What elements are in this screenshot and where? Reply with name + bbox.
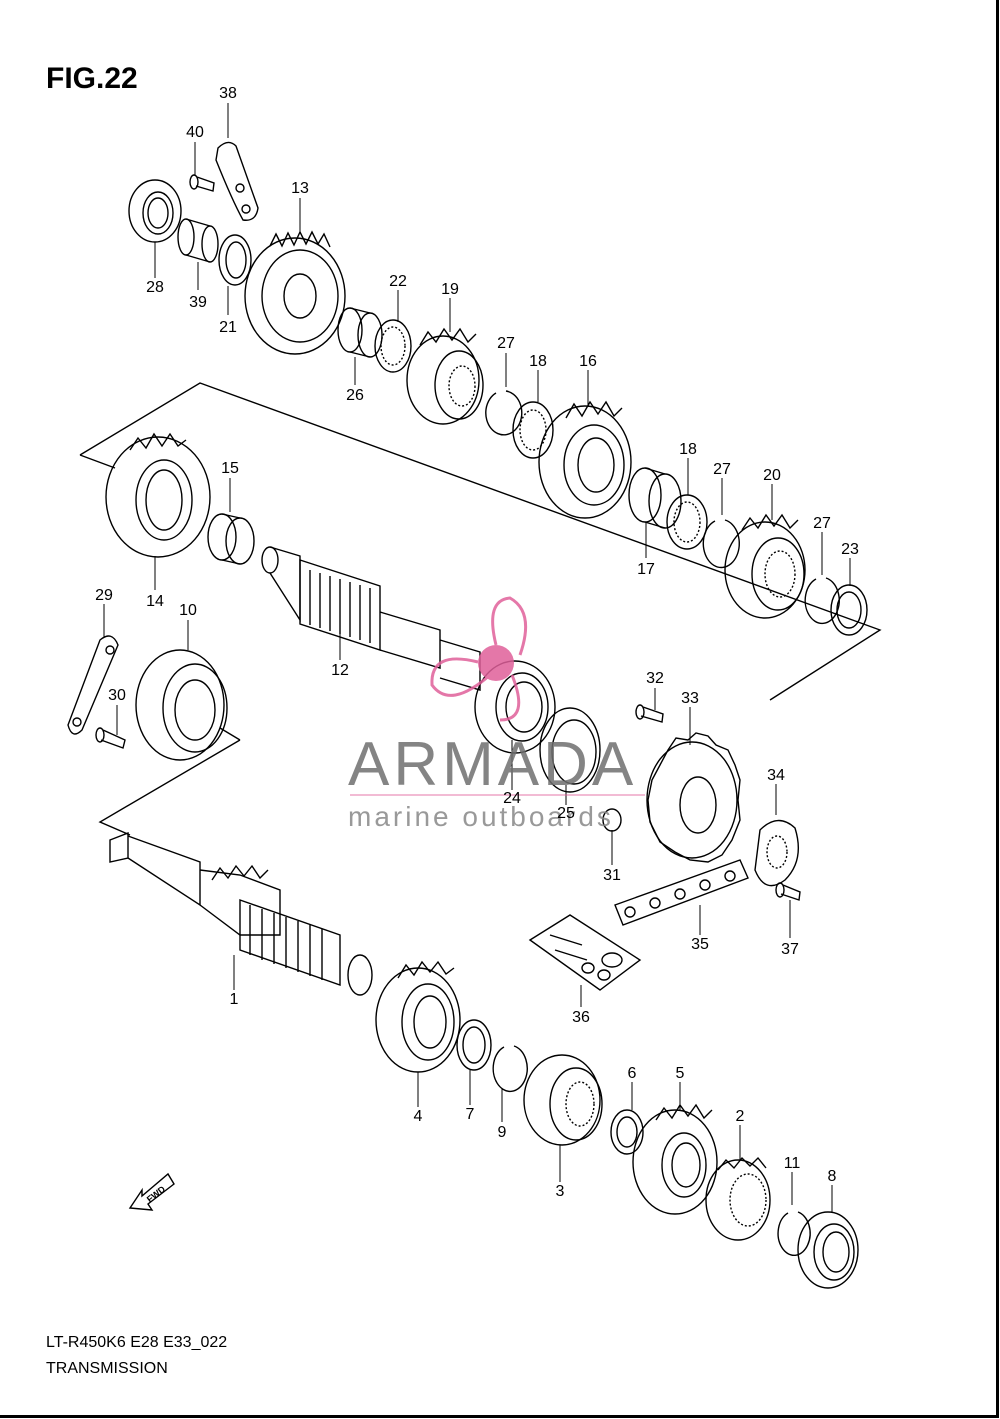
- part-22-splined-washer[interactable]: [374, 319, 412, 373]
- part-13-gear[interactable]: [244, 230, 346, 355]
- callout-22[interactable]: 22: [389, 273, 407, 290]
- part-9-circlip[interactable]: [492, 1045, 528, 1093]
- part-17-needle-bearing[interactable]: [628, 467, 682, 529]
- callout-27[interactable]: 27: [497, 335, 515, 352]
- part-30-screw[interactable]: [95, 727, 126, 749]
- callout-11[interactable]: 11: [784, 1155, 801, 1172]
- callout-37[interactable]: 37: [781, 941, 799, 958]
- part-15-bushing[interactable]: [207, 513, 255, 565]
- callout-27[interactable]: 27: [713, 461, 731, 478]
- callout-32[interactable]: 32: [646, 670, 664, 687]
- part-40-screw[interactable]: [189, 174, 215, 192]
- part-3-gear[interactable]: [523, 1054, 603, 1146]
- callout-28[interactable]: 28: [146, 279, 164, 296]
- callout-15[interactable]: 15: [221, 460, 239, 477]
- part-14-gear[interactable]: [105, 432, 211, 558]
- part-11-circlip[interactable]: [777, 1211, 811, 1256]
- part-16-gear[interactable]: [538, 400, 632, 519]
- callout-19[interactable]: 19: [441, 281, 459, 298]
- figure-title: FIG.22: [46, 62, 138, 95]
- callout-27[interactable]: 27: [813, 515, 831, 532]
- part-12-input-shaft[interactable]: [261, 546, 481, 691]
- part-2-gear[interactable]: [705, 1156, 771, 1241]
- callout-26[interactable]: 26: [346, 387, 364, 404]
- part-5-gear[interactable]: [632, 1103, 718, 1215]
- callout-38[interactable]: 38: [219, 85, 237, 102]
- callout-21[interactable]: 21: [219, 319, 237, 336]
- callout-24[interactable]: 24: [503, 790, 521, 807]
- callout-36[interactable]: 36: [572, 1009, 590, 1026]
- callout-31[interactable]: 31: [603, 867, 621, 884]
- callout-6[interactable]: 6: [628, 1065, 637, 1082]
- callout-33[interactable]: 33: [681, 690, 699, 707]
- part-27c-circlip[interactable]: [804, 577, 840, 625]
- callout-34[interactable]: 34: [767, 767, 785, 784]
- part-27b-circlip[interactable]: [702, 519, 740, 569]
- callout-12[interactable]: 12: [331, 662, 349, 679]
- part-29-bearing-retainer[interactable]: [67, 635, 119, 735]
- part-24-oil-seal[interactable]: [474, 660, 556, 754]
- part-4-gear[interactable]: [375, 960, 461, 1073]
- callout-16[interactable]: 16: [579, 353, 597, 370]
- callout-23[interactable]: 23: [841, 541, 859, 558]
- part-8-bearing[interactable]: [797, 1211, 859, 1289]
- callout-3[interactable]: 3: [556, 1183, 565, 1200]
- callout-40[interactable]: 40: [186, 124, 204, 141]
- callout-13[interactable]: 13: [291, 180, 309, 197]
- callout-4[interactable]: 4: [414, 1108, 423, 1125]
- part-34-sprocket-plate[interactable]: [754, 819, 799, 887]
- part-19-gear[interactable]: [406, 327, 484, 425]
- callout-18[interactable]: 18: [529, 353, 547, 370]
- callout-18[interactable]: 18: [679, 441, 697, 458]
- callout-8[interactable]: 8: [828, 1168, 837, 1185]
- section-title: TRANSMISSION: [46, 1360, 168, 1377]
- callout-5[interactable]: 5: [676, 1065, 685, 1082]
- part-39-bushing[interactable]: [177, 218, 219, 263]
- callout-10[interactable]: 10: [179, 602, 197, 619]
- callout-2[interactable]: 2: [736, 1108, 745, 1125]
- watermark-tagline: marine outboards: [348, 801, 614, 832]
- part-20-gear[interactable]: [724, 513, 806, 619]
- part-1-countershaft[interactable]: [109, 831, 373, 996]
- callout-35[interactable]: 35: [691, 936, 709, 953]
- callout-20[interactable]: 20: [763, 467, 781, 484]
- callout-leader-lines: [103, 103, 851, 1212]
- callout-7[interactable]: 7: [466, 1106, 475, 1123]
- part-33-engine-sprocket[interactable]: [646, 732, 741, 863]
- part-32-bolt[interactable]: [635, 704, 664, 723]
- part-6-washer[interactable]: [610, 1109, 644, 1155]
- part-35-drive-chain[interactable]: [614, 859, 749, 926]
- part-37-bolt[interactable]: [775, 882, 801, 901]
- watermark: ARMADA marine outboards: [348, 596, 645, 832]
- part-25-spacer[interactable]: [539, 707, 601, 793]
- part-18b-splined-washer[interactable]: [666, 494, 708, 550]
- watermark-brand: ARMADA: [348, 730, 637, 799]
- callout-9[interactable]: 9: [498, 1124, 507, 1141]
- part-38-stopper-plate[interactable]: [215, 141, 259, 221]
- part-18-splined-washer[interactable]: [512, 401, 554, 459]
- part-26-needle-bearing[interactable]: [337, 307, 383, 358]
- callout-25[interactable]: 25: [557, 805, 575, 822]
- fwd-arrow-icon: FWD: [128, 1172, 175, 1211]
- callout-17[interactable]: 17: [637, 561, 655, 578]
- part-28-bearing[interactable]: [128, 179, 182, 243]
- part-27-circlip[interactable]: [485, 390, 523, 436]
- part-36-chain-joint-kit[interactable]: [528, 914, 642, 991]
- callout-29[interactable]: 29: [95, 587, 113, 604]
- part-23-washer[interactable]: [830, 584, 868, 636]
- input-shaft-section-outline: [79, 382, 882, 836]
- callout-30[interactable]: 30: [108, 687, 126, 704]
- watermark-logo-icon: [430, 596, 528, 722]
- callout-14[interactable]: 14: [146, 593, 164, 610]
- callout-1[interactable]: 1: [230, 991, 239, 1008]
- part-10-bearing[interactable]: [135, 649, 228, 761]
- callout-39[interactable]: 39: [189, 294, 207, 311]
- part-7-washer[interactable]: [456, 1019, 492, 1071]
- model-code: LT-R450K6 E28 E33_022: [46, 1334, 228, 1351]
- part-21-washer[interactable]: [218, 234, 252, 286]
